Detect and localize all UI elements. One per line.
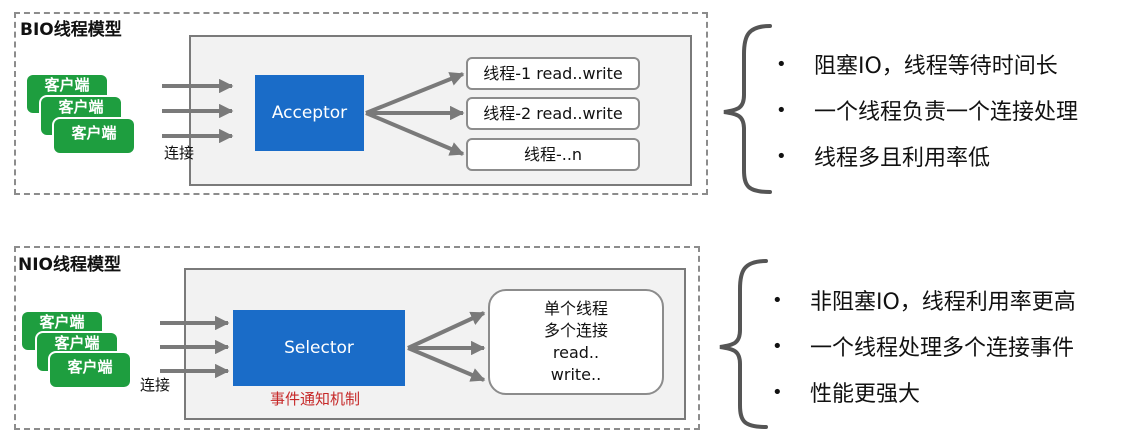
bio-thread-1: 线程-1 read..write [466,57,640,90]
nio-characteristics-list: •非阻塞IO，线程利用率更高 •一个线程处理多个连接事件 •性能更强大 [772,277,1076,415]
bullet-icon: • [776,53,787,75]
selector-thread-arrow-1 [407,311,486,350]
list-item: •性能更强大 [772,381,921,408]
event-notification-label: 事件通知机制 [270,390,361,408]
selector-thread-arrow-3 [407,346,486,382]
nio-thread-line: 多个连接 [543,321,608,340]
bullet-icon: • [776,99,787,121]
list-item: •一个线程处理多个连接事件 [772,335,1075,362]
bullet-icon: • [772,381,783,403]
bullet-icon: • [772,335,783,357]
nio-section [14,246,700,430]
selector-box: Selector [233,310,405,386]
bio-section [14,12,708,195]
list-item: •一个线程负责一个连接处理 [776,99,1079,126]
bullet-icon: • [772,289,783,311]
nio-connect-label: 连接 [140,376,171,394]
bio-client-3: 客户端 [54,119,134,153]
acceptor-thread-arrow-1 [365,72,465,115]
acceptor-box: Acceptor [255,75,364,151]
list-item: •非阻塞IO，线程利用率更高 [772,289,1076,316]
bio-connect-label: 连接 [164,144,195,162]
bio-brace-icon [723,24,772,194]
nio-title: NIO线程模型 [18,255,122,275]
bio-characteristics-list: •阻塞IO，线程等待时间长 •一个线程负责一个连接处理 •线程多且利用率低 [776,41,1078,179]
bullet-icon: • [776,145,787,167]
nio-thread-line: write.. [550,365,602,384]
list-item: •线程多且利用率低 [776,145,991,172]
list-item: •阻塞IO，线程等待时间长 [776,53,1058,80]
bio-title: BIO线程模型 [20,20,122,40]
nio-thread-line: 单个线程 [543,299,608,318]
nio-thread-line: read.. [552,343,600,362]
bio-thread-2: 线程-2 read..write [466,97,640,130]
acceptor-thread-arrow-3 [365,111,465,156]
nio-client-3: 客户端 [50,353,130,387]
nio-brace-icon [719,259,768,429]
nio-single-thread-box: 单个线程 多个连接 read.. write.. [488,289,664,395]
bio-thread-n: 线程-..n [466,138,640,171]
